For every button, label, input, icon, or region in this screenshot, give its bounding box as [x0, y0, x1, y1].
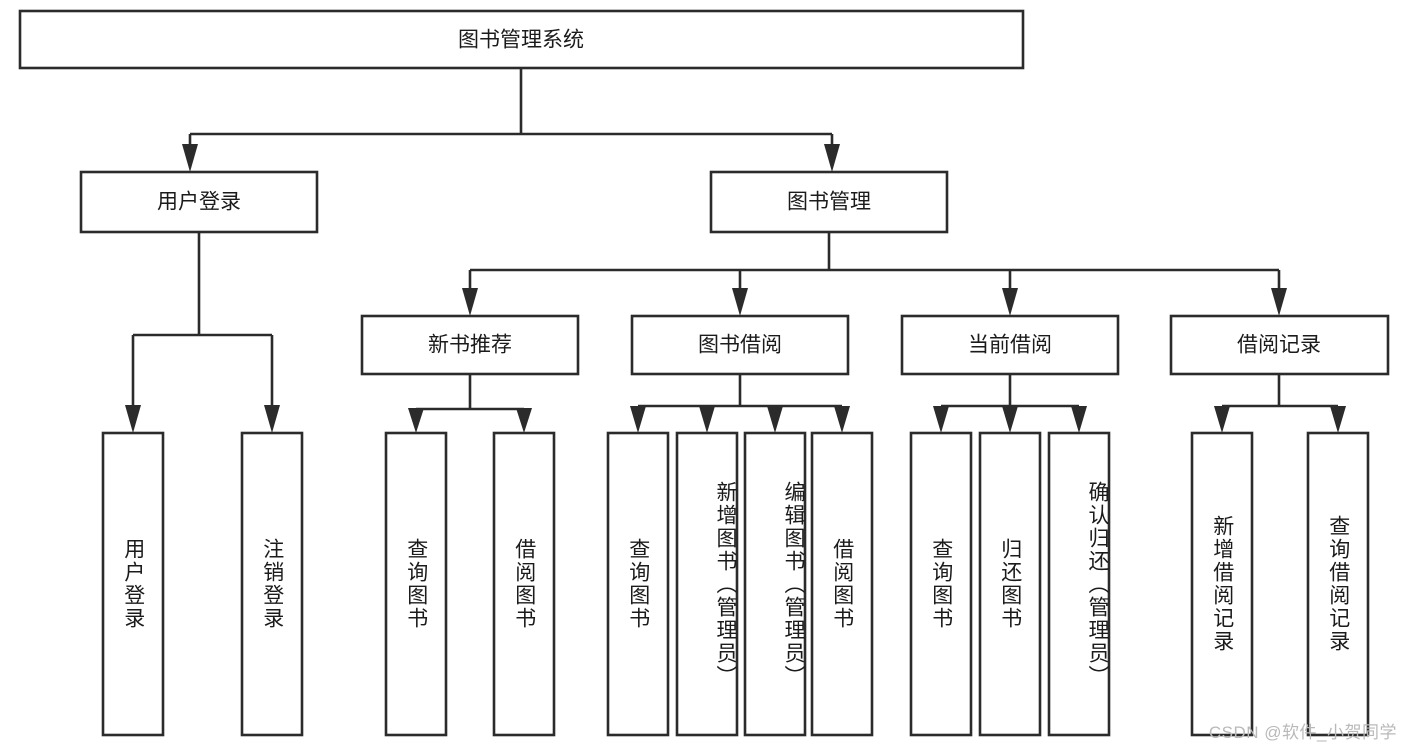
node-borrow-record-label: 借阅记录	[1237, 334, 1321, 357]
node-root[interactable]: 图书管理系统	[18, 9, 1025, 70]
leaf-node-currentborrow-query[interactable]	[909, 431, 973, 737]
node-user-login[interactable]: 用户登录	[79, 170, 319, 234]
leaf-node-bookborrow-query[interactable]	[606, 431, 670, 737]
node-current-borrow-label: 当前借阅	[968, 334, 1052, 357]
connector-user-login-to-leaves	[125, 232, 280, 433]
leaf-node-user-login-login[interactable]	[101, 431, 165, 737]
node-book-borrow[interactable]: 图书借阅	[630, 314, 850, 376]
leaf-node-newbook-query[interactable]	[384, 431, 448, 737]
leaf-node-newbook-borrow[interactable]	[492, 431, 556, 737]
node-new-book-recommend-label: 新书推荐	[428, 334, 512, 357]
node-root-label: 图书管理系统	[458, 29, 584, 52]
node-book-management-label: 图书管理	[787, 191, 871, 214]
leaf-node-borrowrecord-query[interactable]	[1306, 431, 1370, 737]
node-new-book-recommend[interactable]: 新书推荐	[360, 314, 580, 376]
connector-book-mgmt-to-level2	[462, 232, 1287, 316]
leaf-node-bookborrow-add[interactable]	[675, 431, 739, 737]
node-book-management[interactable]: 图书管理	[709, 170, 949, 234]
connector-borrow-record-to-leaves	[1214, 374, 1346, 433]
connector-new-book-to-leaves	[408, 374, 532, 433]
leaf-node-bookborrow-borrow[interactable]	[810, 431, 874, 737]
watermark-text: CSDN @软件_小贺同学	[1208, 723, 1397, 742]
leaf-node-currentborrow-return[interactable]	[978, 431, 1042, 737]
node-user-login-label: 用户登录	[157, 191, 241, 214]
node-book-borrow-label: 图书借阅	[698, 334, 782, 357]
node-borrow-record[interactable]: 借阅记录	[1169, 314, 1390, 376]
leaf-node-borrowrecord-add[interactable]	[1190, 431, 1254, 737]
leaf-node-currentborrow-confirm[interactable]	[1047, 431, 1111, 737]
connector-current-borrow-to-leaves	[933, 374, 1087, 433]
node-current-borrow[interactable]: 当前借阅	[900, 314, 1120, 376]
leaf-node-bookborrow-edit[interactable]	[743, 431, 807, 737]
connector-root-to-level1	[182, 68, 840, 172]
leaf-node-user-login-logout[interactable]	[240, 431, 304, 737]
connector-book-borrow-to-leaves	[630, 374, 850, 433]
